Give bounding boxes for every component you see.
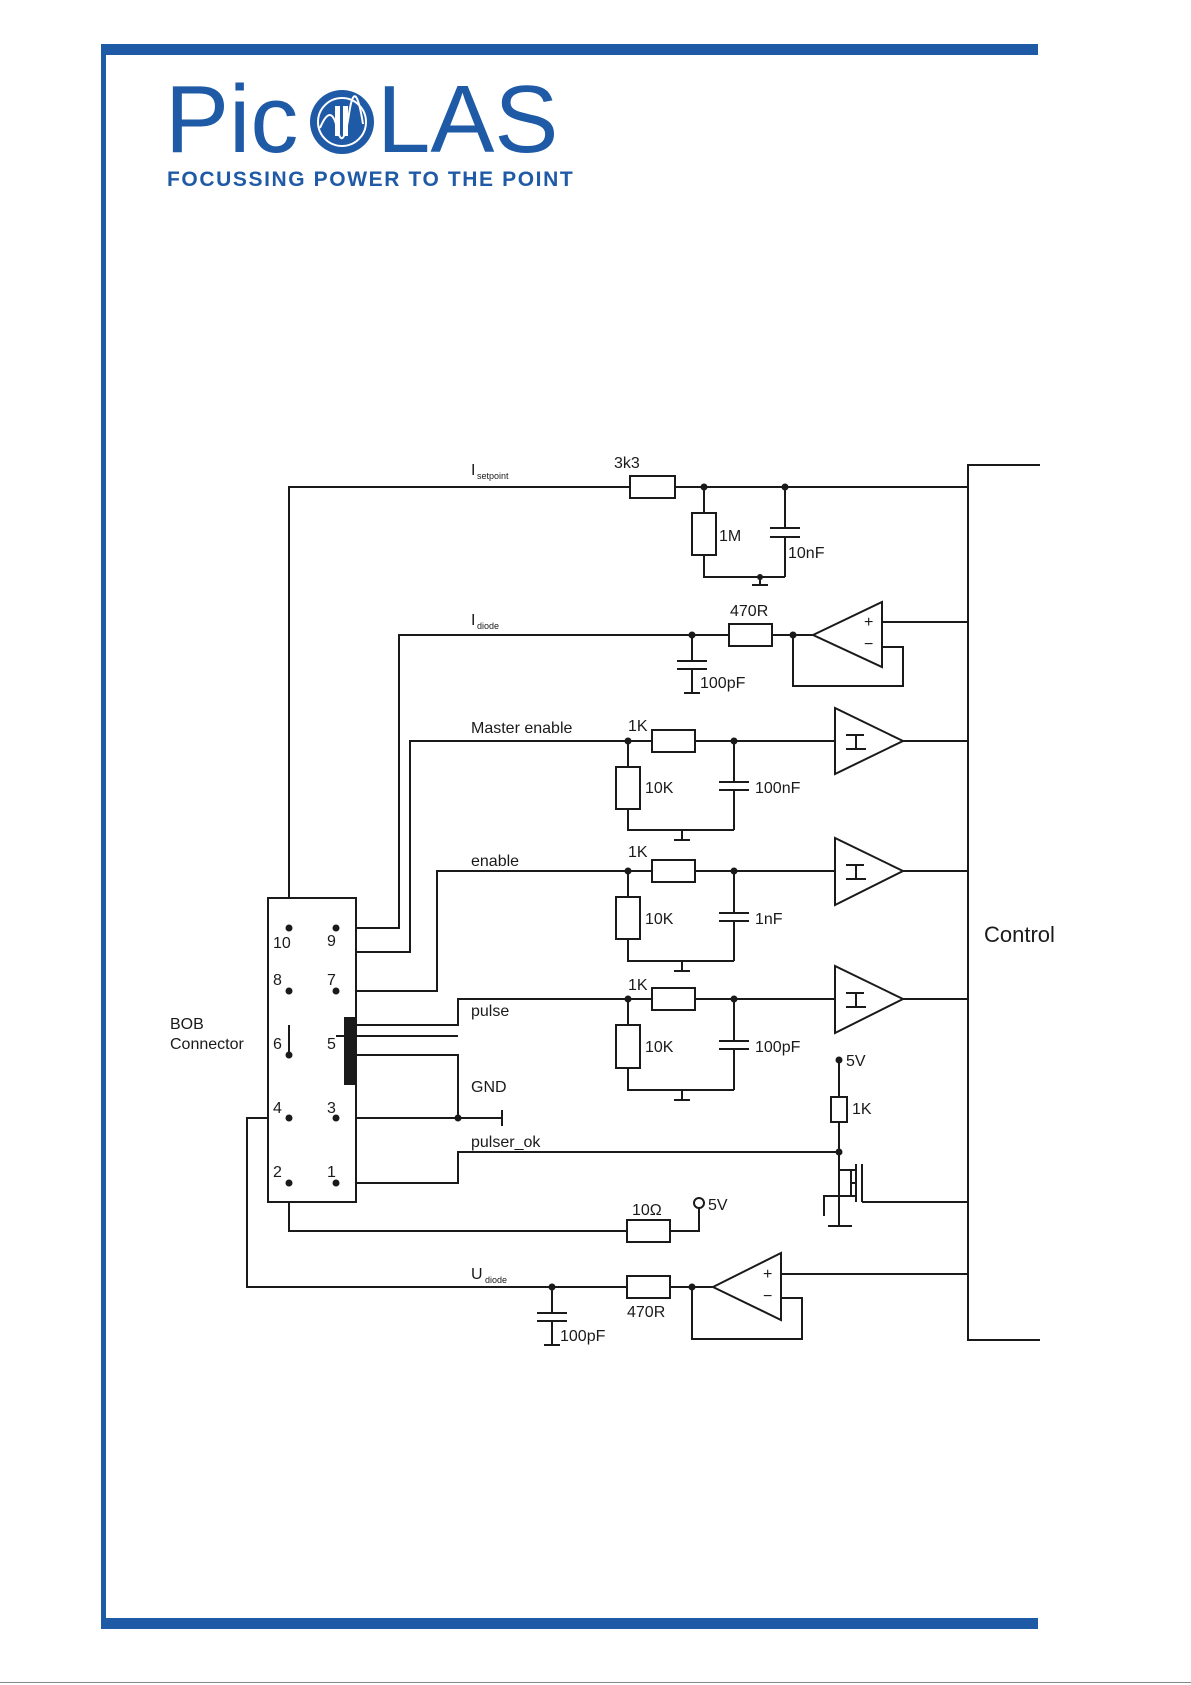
- pulser-ok-circuit: [336, 1057, 968, 1227]
- label-isetpoint-sub: setpoint: [477, 471, 509, 481]
- label-pulser-ok: pulser_ok: [471, 1134, 541, 1151]
- label-r-1k-en: 1K: [628, 844, 648, 861]
- label-r-1k-pu: 1K: [628, 977, 648, 994]
- label-idiode-sub: diode: [477, 621, 499, 631]
- isetpoint-circuit: [289, 476, 968, 902]
- pin-1: 1: [327, 1164, 336, 1181]
- label-enable: enable: [471, 853, 519, 870]
- opamp-bot-minus: −: [763, 1288, 772, 1305]
- connector-label-line2: Connector: [170, 1036, 244, 1053]
- label-r-10ohm: 10Ω: [632, 1202, 662, 1219]
- label-master-enable: Master enable: [471, 720, 572, 737]
- label-c-100pf-bot: 100pF: [560, 1328, 606, 1345]
- label-r-10k-pu: 10K: [645, 1039, 674, 1056]
- label-c-100pf-pu: 100pF: [755, 1039, 801, 1056]
- connector-label-line1: BOB: [170, 1016, 204, 1033]
- pin-5: 5: [327, 1036, 336, 1053]
- label-c-1nf: 1nF: [755, 911, 783, 928]
- label-udiode: U: [471, 1266, 483, 1283]
- label-isetpoint: I: [471, 462, 475, 479]
- label-c-100nf: 100nF: [755, 780, 801, 797]
- label-r-470r-top: 470R: [730, 603, 768, 620]
- pin-9: 9: [327, 933, 336, 950]
- label-idiode: I: [471, 612, 475, 629]
- label-r-10k-en: 10K: [645, 911, 674, 928]
- label-r-10k-me: 10K: [645, 780, 674, 797]
- pin-8: 8: [273, 972, 282, 989]
- label-5v-pull: 5V: [846, 1053, 866, 1070]
- label-r-3k3: 3k3: [614, 455, 640, 472]
- label-udiode-sub: diode: [485, 1275, 507, 1285]
- pin-7: 7: [327, 972, 336, 989]
- label-5v-bot: 5V: [708, 1197, 728, 1214]
- label-pulse: pulse: [471, 1003, 509, 1020]
- opamp-bot-plus: +: [763, 1266, 772, 1283]
- bob-connector: [268, 898, 458, 1202]
- label-r-470r-bot: 470R: [627, 1304, 665, 1321]
- page-bottom-line: [0, 1682, 1191, 1683]
- control-bus: [968, 465, 1040, 1340]
- opamp-top-minus: −: [864, 636, 873, 653]
- label-c-10nf: 10nF: [788, 545, 825, 562]
- pin-6: 6: [273, 1036, 282, 1053]
- label-c-100pf-top: 100pF: [700, 675, 746, 692]
- label-r-1m: 1M: [719, 528, 741, 545]
- pin-4: 4: [273, 1100, 282, 1117]
- control-label: Control: [984, 922, 1055, 947]
- label-gnd: GND: [471, 1079, 507, 1096]
- pin-2: 2: [273, 1164, 282, 1181]
- label-r-1k-pull: 1K: [852, 1101, 872, 1118]
- pin-3: 3: [327, 1100, 336, 1117]
- opamp-top-plus: +: [864, 614, 873, 631]
- label-r-1k-me: 1K: [628, 718, 648, 735]
- pin-10: 10: [273, 935, 291, 952]
